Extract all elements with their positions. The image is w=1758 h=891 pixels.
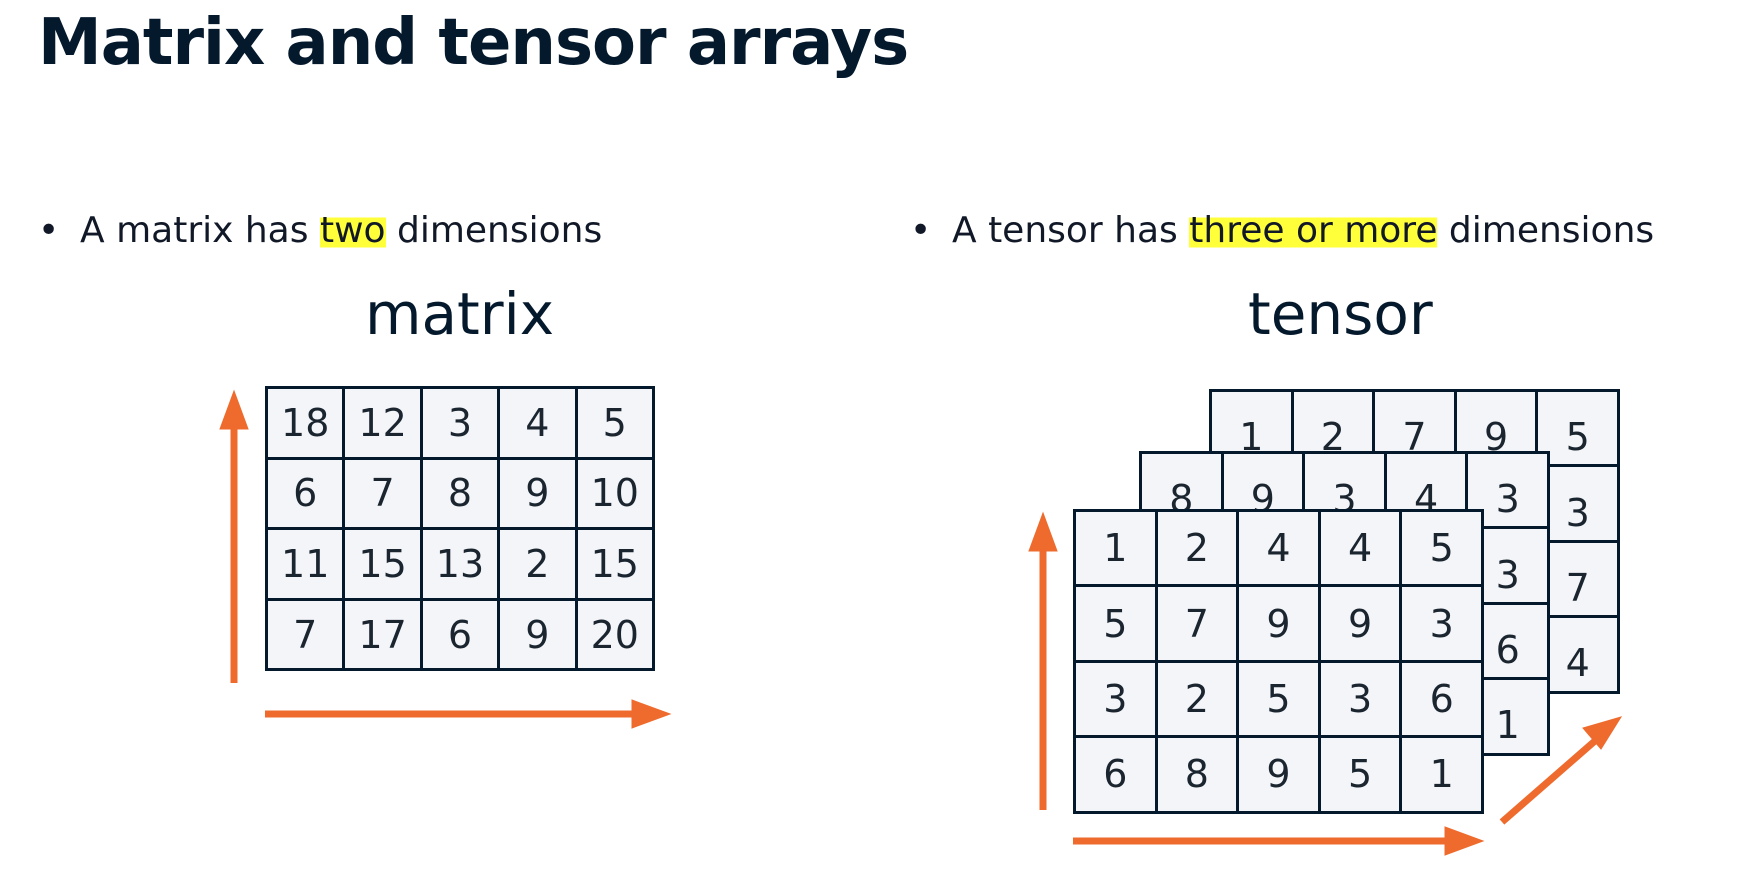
- matrix-cell: 11: [264, 527, 346, 601]
- tensor-diagram-title: tensor: [1248, 280, 1433, 348]
- tensor-cell: 6: [1073, 735, 1158, 814]
- matrix-cell: 6: [419, 597, 501, 672]
- tensor-vertical-arrow: [1028, 511, 1058, 810]
- tensor-cell: 9: [1236, 584, 1321, 663]
- matrix-horizontal-arrow: [265, 699, 672, 729]
- slide-title: Matrix and tensor arrays: [38, 6, 909, 80]
- matrix-cell: 12: [342, 386, 423, 460]
- tensor-cell: 3: [1399, 584, 1484, 663]
- tensor-cell: 5: [1317, 735, 1403, 814]
- tensor-bullet-highlight: three or more: [1189, 210, 1438, 251]
- matrix-cell: 18: [264, 386, 346, 460]
- matrix-cell: 9: [497, 456, 578, 531]
- matrix-cell: 15: [342, 527, 423, 601]
- tensor-cell: 2: [1154, 508, 1240, 588]
- matrix-cell: 7: [264, 597, 346, 672]
- tensor-cell: 7: [1535, 539, 1620, 619]
- tensor-cell: 3: [1317, 659, 1403, 739]
- tensor-cell: 5: [1535, 388, 1620, 468]
- matrix-cell: 13: [419, 527, 501, 601]
- matrix-bullet-prefix: A matrix has: [80, 210, 320, 251]
- matrix-cell: 15: [574, 527, 655, 601]
- tensor-cell: 1: [1399, 735, 1484, 814]
- matrix-cell: 10: [574, 456, 655, 531]
- tensor-cell: 9: [1317, 584, 1403, 663]
- bullet-marker: •: [38, 210, 60, 251]
- matrix-cell: 3: [419, 386, 501, 460]
- tensor-bullet-text: A tensor has three or more dimensions: [952, 210, 1654, 251]
- tensor-horizontal-arrow: [1073, 826, 1485, 856]
- matrix-cell: 2: [497, 527, 578, 601]
- matrix-cell: 9: [497, 597, 578, 672]
- tensor-cell: 6: [1399, 659, 1484, 739]
- matrix-cell: 4: [497, 386, 578, 460]
- tensor-cell: 4: [1236, 508, 1321, 588]
- matrix-cell: 6: [264, 456, 346, 531]
- matrix-bullet-highlight: two: [319, 210, 386, 251]
- tensor-cell: 2: [1154, 659, 1240, 739]
- tensor-depth-arrow: [1499, 716, 1623, 825]
- bullet-marker: •: [910, 210, 932, 251]
- tensor-bullet-suffix: dimensions: [1437, 210, 1655, 251]
- matrix-cell: 7: [342, 456, 423, 531]
- tensor-cell: 5: [1399, 508, 1484, 588]
- matrix-vertical-arrow: [219, 389, 249, 683]
- matrix-diagram-title: matrix: [365, 280, 555, 348]
- matrix-cell: 17: [342, 597, 423, 672]
- tensor-cell: 3: [1073, 659, 1158, 739]
- matrix-cell: 5: [574, 386, 655, 460]
- tensor-cell: 9: [1236, 735, 1321, 814]
- matrix-cell: 8: [419, 456, 501, 531]
- tensor-bullet-prefix: A tensor has: [952, 210, 1190, 251]
- tensor-cell: 5: [1236, 659, 1321, 739]
- tensor-cell: 7: [1154, 584, 1240, 663]
- tensor-cell: 5: [1073, 584, 1158, 663]
- matrix-cell: 20: [574, 597, 655, 672]
- matrix-bullet-suffix: dimensions: [385, 210, 603, 251]
- tensor-cell: 4: [1535, 615, 1620, 694]
- tensor-cell: 3: [1535, 464, 1620, 543]
- matrix-bullet-text: A matrix has two dimensions: [80, 210, 602, 251]
- tensor-cell: 8: [1154, 735, 1240, 814]
- tensor-cell: 4: [1317, 508, 1403, 588]
- tensor-cell: 1: [1073, 508, 1158, 588]
